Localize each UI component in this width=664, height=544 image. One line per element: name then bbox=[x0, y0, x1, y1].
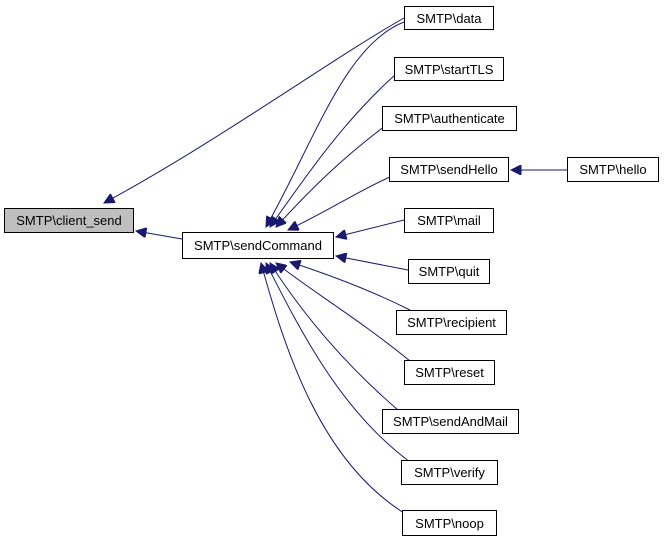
node-hello[interactable]: SMTP\hello bbox=[567, 157, 659, 182]
edge-data-to-client_send bbox=[104, 17, 405, 203]
node-authenticate[interactable]: SMTP\authenticate bbox=[382, 106, 517, 131]
edge-startTLS-to-sendCommand bbox=[270, 73, 397, 227]
edge-sendHello-to-sendCommand bbox=[288, 176, 391, 230]
node-start-tls[interactable]: SMTP\startTLS bbox=[394, 57, 504, 81]
edge-sendCommand-to-client_send bbox=[136, 231, 183, 240]
node-noop[interactable]: SMTP\noop bbox=[402, 510, 497, 536]
edge-recipient-to-sendCommand bbox=[290, 262, 411, 311]
edge-quit-to-sendCommand bbox=[336, 256, 409, 271]
node-data[interactable]: SMTP\data bbox=[404, 6, 494, 30]
edge-sendAndMail-to-sendCommand bbox=[270, 263, 399, 411]
node-send-hello[interactable]: SMTP\sendHello bbox=[389, 157, 509, 182]
edge-noop-to-sendCommand bbox=[261, 263, 405, 514]
edge-reset-to-sendCommand bbox=[276, 263, 411, 362]
edge-data-to-sendCommand bbox=[266, 21, 405, 227]
edge-mail-to-sendCommand bbox=[336, 219, 405, 237]
node-quit[interactable]: SMTP\quit bbox=[408, 259, 490, 284]
node-mail[interactable]: SMTP\mail bbox=[404, 208, 494, 233]
edge-verify-to-sendCommand bbox=[266, 263, 411, 463]
node-reset[interactable]: SMTP\reset bbox=[404, 360, 495, 385]
node-send-command[interactable]: SMTP\sendCommand bbox=[182, 232, 334, 259]
node-recipient[interactable]: SMTP\recipient bbox=[396, 310, 507, 335]
node-client-send: SMTP\client_send bbox=[4, 208, 134, 233]
edge-authenticate-to-sendCommand bbox=[276, 125, 386, 227]
node-send-and-mail[interactable]: SMTP\sendAndMail bbox=[382, 409, 519, 434]
node-verify[interactable]: SMTP\verify bbox=[401, 460, 498, 485]
